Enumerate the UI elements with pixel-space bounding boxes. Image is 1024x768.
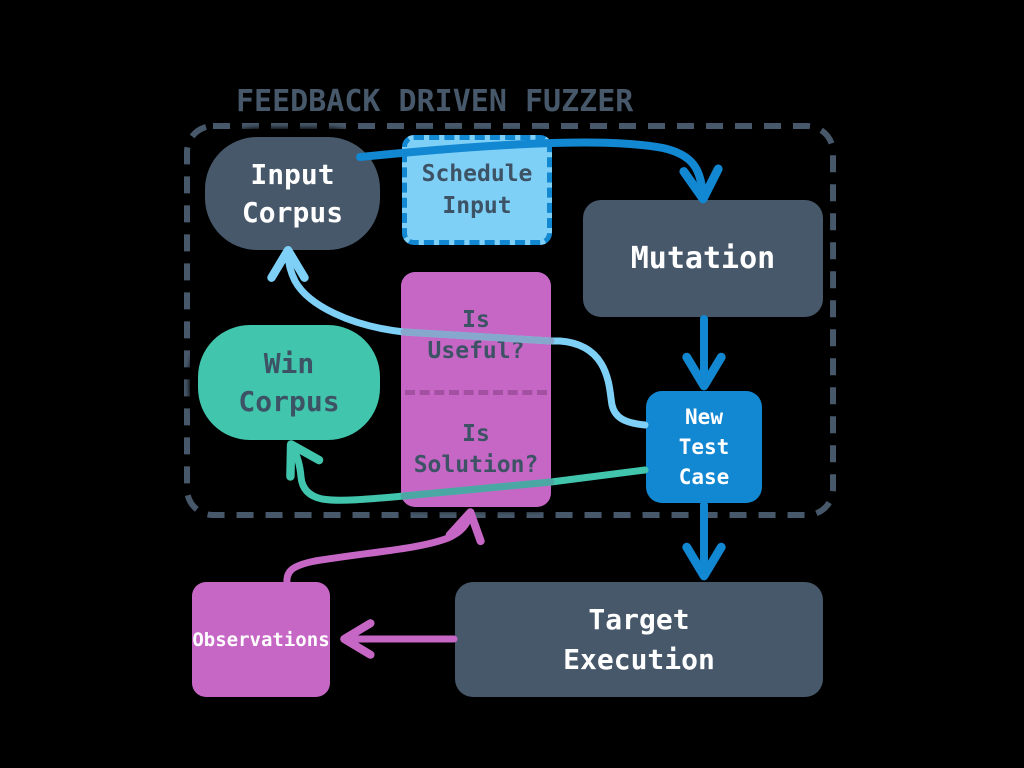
new-test-case-label-line3: Case <box>678 465 730 489</box>
win-corpus-label-line1: Win <box>263 346 315 380</box>
mutation-label: Mutation <box>630 241 776 276</box>
win-corpus-node: Win Corpus <box>198 325 380 440</box>
schedule-input-label-line2: Input <box>442 193 512 219</box>
diagram-title: FEEDBACK DRIVEN FUZZER <box>236 84 634 119</box>
is-solution-label: Is Solution? <box>413 421 539 478</box>
edge-observations-to-decisionbox <box>283 508 485 589</box>
target-execution-label-line2: Execution <box>563 642 715 676</box>
observations-node: Observations <box>192 582 330 697</box>
schedule-input-label-line1: Schedule <box>421 161 533 187</box>
new-test-case-label-line2: Test <box>678 435 730 459</box>
is-useful-label: Is Useful? <box>427 307 525 364</box>
observations-label: Observations <box>192 628 330 651</box>
new-test-case-label-line1: New <box>685 405 723 429</box>
input-corpus-label-line2: Corpus <box>241 195 344 229</box>
new-test-case-node: New Test Case <box>646 391 762 503</box>
target-execution-node: Target Execution <box>455 582 823 697</box>
target-execution-label-line1: Target <box>588 602 690 636</box>
mutation-node: Mutation <box>583 200 823 317</box>
win-corpus-label-line2: Corpus <box>238 384 340 418</box>
schedule-input-node: Schedule Input <box>402 135 552 245</box>
input-corpus-label-line1: Input <box>250 157 335 191</box>
decision-box: Is Useful? Is Solution? <box>401 272 551 507</box>
decision-divider <box>405 390 547 395</box>
input-corpus-node: Input Corpus <box>205 137 380 250</box>
